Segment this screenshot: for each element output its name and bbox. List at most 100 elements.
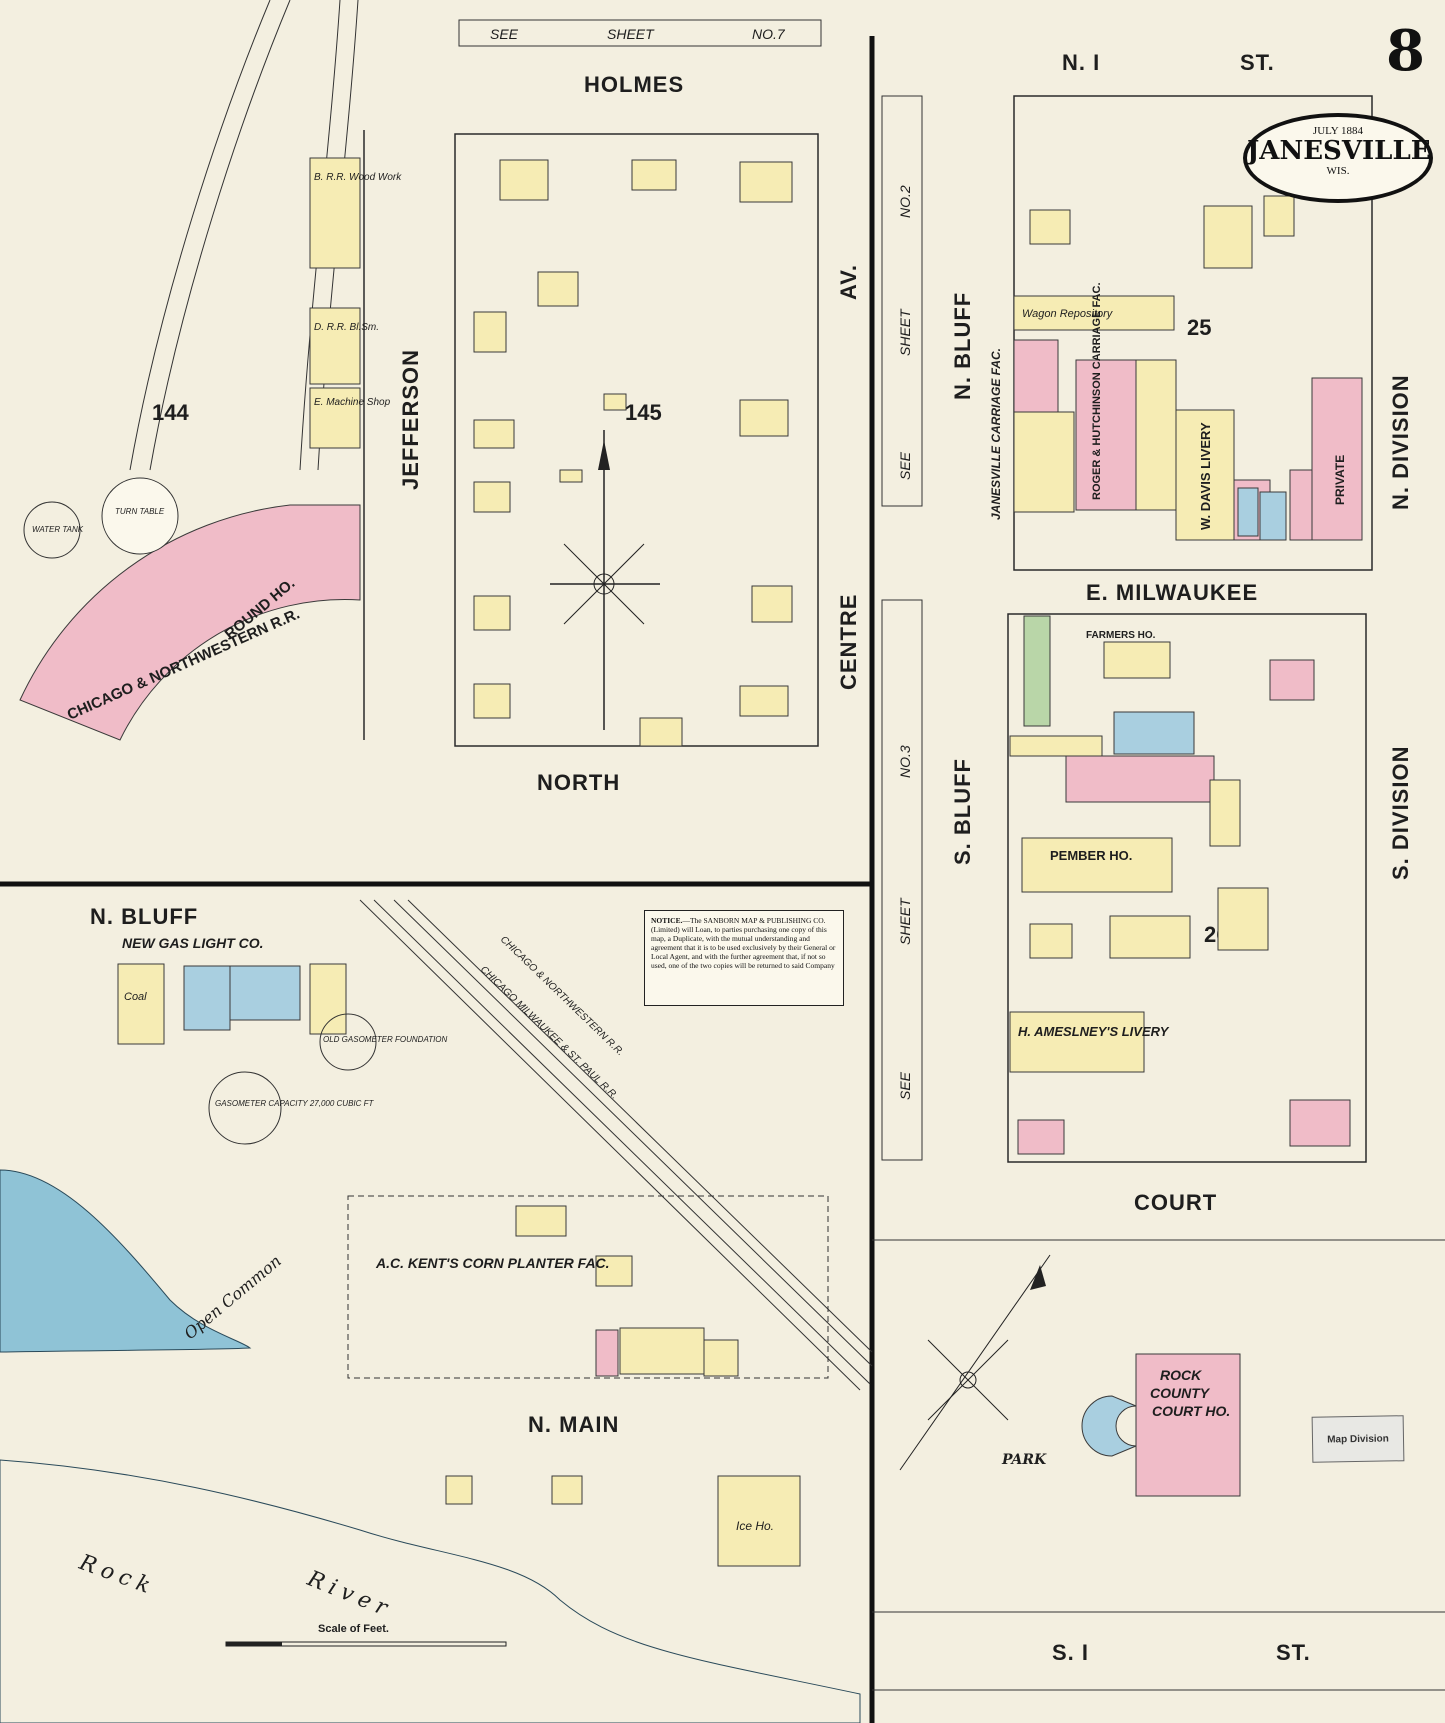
- street-n-main: N. MAIN: [528, 1412, 619, 1437]
- brick-building: [1013, 339, 1059, 413]
- street-av: AV.: [836, 264, 861, 300]
- block-25: 25: [1187, 315, 1211, 340]
- farmers-ho: [1103, 641, 1171, 679]
- street-s-division: S. DIVISION: [1388, 746, 1413, 880]
- stone-building: [1237, 487, 1259, 537]
- court-house-label-3: COURT HO.: [1152, 1403, 1230, 1419]
- scale-label: Scale of Feet.: [318, 1623, 389, 1635]
- side-see-1: SEE: [897, 451, 913, 480]
- cartouche-date: JULY 1884: [1312, 125, 1364, 137]
- street-court: COURT: [1134, 1190, 1217, 1215]
- dwelling: [445, 1475, 473, 1505]
- outbuilding: [559, 469, 583, 483]
- wagon-repository: [1013, 295, 1175, 331]
- frame-building: [1135, 359, 1177, 511]
- street-centre: CENTRE: [836, 594, 861, 690]
- bldg-d-label: D. R.R. Bl.Sm.: [314, 322, 379, 333]
- block-26-outline: [1007, 613, 1367, 1163]
- riverbank: [0, 1459, 861, 1723]
- frame-building: [1109, 915, 1191, 959]
- dwelling: [1029, 923, 1073, 959]
- street-e-milwaukee: E. MILWAUKEE: [1086, 580, 1258, 605]
- rail-track: [407, 899, 873, 1353]
- street-st: ST.: [1240, 50, 1275, 75]
- park-label: PARK: [1001, 1452, 1047, 1468]
- coal-label: Coal: [124, 991, 147, 1003]
- side-no-1: NO.2: [897, 185, 913, 218]
- dwelling: [473, 311, 507, 353]
- gasometer: [208, 1071, 282, 1145]
- court-house-label-2: COUNTY: [1150, 1385, 1211, 1401]
- ameslney-livery: [1009, 1011, 1145, 1073]
- title-cartouche: JULY 1884 JANESVILLE WIS.: [1243, 113, 1433, 203]
- dwelling: [551, 1475, 583, 1505]
- wood-work-building: [1013, 411, 1075, 513]
- scale-bar: Scale of Feet.: [225, 1623, 507, 1647]
- dwelling: [537, 271, 579, 307]
- notice-body: —The SANBORN MAP & PUBLISHING CO. (Limit…: [651, 916, 836, 970]
- coal-shed: [117, 963, 165, 1045]
- old-gasometer-label: OLD GASOMETER FOUNDATION: [323, 1035, 448, 1044]
- water-tank: [23, 501, 81, 559]
- carriage-fac-label: JANESVILLE CARRIAGE FAC.: [989, 348, 1003, 520]
- court-house-steps: [1081, 1395, 1137, 1457]
- turn-table: [101, 477, 179, 555]
- dwelling: [473, 481, 511, 513]
- roundhouse-building: [19, 504, 361, 741]
- street-north: NORTH: [537, 770, 620, 795]
- bldg-d-blacksmith: [309, 307, 361, 385]
- corn-planter-engine: [595, 1329, 619, 1377]
- private-label: PRIVATE: [1333, 455, 1347, 505]
- bldg-b-wood-work: [309, 157, 361, 269]
- brick-dwelling: [1017, 1119, 1065, 1155]
- side-see-2: SEE: [897, 1071, 913, 1100]
- street-s-bluff: S. BLUFF: [950, 758, 975, 865]
- frame-building: [1203, 205, 1253, 269]
- street-n-division: N. DIVISION: [1388, 374, 1413, 510]
- compass-rose-north: [550, 430, 660, 730]
- scale-bar-fill: [226, 1642, 282, 1646]
- retort-house: [229, 965, 301, 1021]
- side-sheet-2: SHEET: [897, 897, 913, 945]
- compass-rose-park: [899, 1254, 1051, 1471]
- sheet-number: 8: [1386, 18, 1425, 84]
- block-145-outline: [454, 133, 819, 747]
- ice-house: [717, 1475, 801, 1567]
- ice-house-label: Ice Ho.: [736, 1519, 774, 1533]
- stone-building: [1113, 711, 1195, 755]
- see-sheet-box: [458, 19, 822, 47]
- dwelling: [1029, 209, 1071, 245]
- bldg-e-label: E. Machine Shop: [314, 397, 391, 408]
- rail-track: [359, 899, 861, 1391]
- street-n-bluff-lower: N. BLUFF: [90, 904, 198, 929]
- turn-table-label: TURN TABLE: [115, 507, 165, 516]
- coal-shed: [309, 963, 347, 1035]
- see-sheet-no3-box: [881, 599, 923, 1161]
- corn-planter-bldg-d: [619, 1327, 705, 1375]
- brick-dwelling: [1269, 659, 1315, 701]
- see-sheet-no2-box: [881, 95, 923, 507]
- open-common-label: Open Common: [180, 1251, 284, 1343]
- bldg-e-machine-shop: [309, 387, 361, 449]
- side-no-2: NO.3: [897, 745, 913, 778]
- rail-track: [149, 0, 291, 471]
- cartouche-state: WIS.: [1326, 165, 1350, 177]
- roger-hutchinson-fac: [1075, 359, 1137, 511]
- dwelling: [739, 685, 789, 717]
- block-25-outline: [1013, 95, 1373, 571]
- brick-building: [1289, 469, 1313, 541]
- dwelling: [639, 717, 683, 747]
- outbuilding: [603, 393, 627, 411]
- street-s-first: S. I: [1052, 1640, 1089, 1665]
- wood-work-building: [1023, 615, 1051, 727]
- see-label: SEE: [490, 26, 519, 42]
- pember-ho: [1021, 837, 1173, 893]
- pember-ho-label: PEMBER HO.: [1050, 848, 1132, 863]
- river-inlet: [0, 1169, 252, 1353]
- bldg-b-label: B. R.R. Wood Work: [314, 172, 402, 183]
- brick-building: [1065, 755, 1215, 803]
- dwelling: [751, 585, 793, 623]
- corn-planter-bldg-a: [515, 1205, 567, 1237]
- street-st-2: ST.: [1276, 1640, 1311, 1665]
- farmers-ho-label: FARMERS HO.: [1086, 630, 1156, 641]
